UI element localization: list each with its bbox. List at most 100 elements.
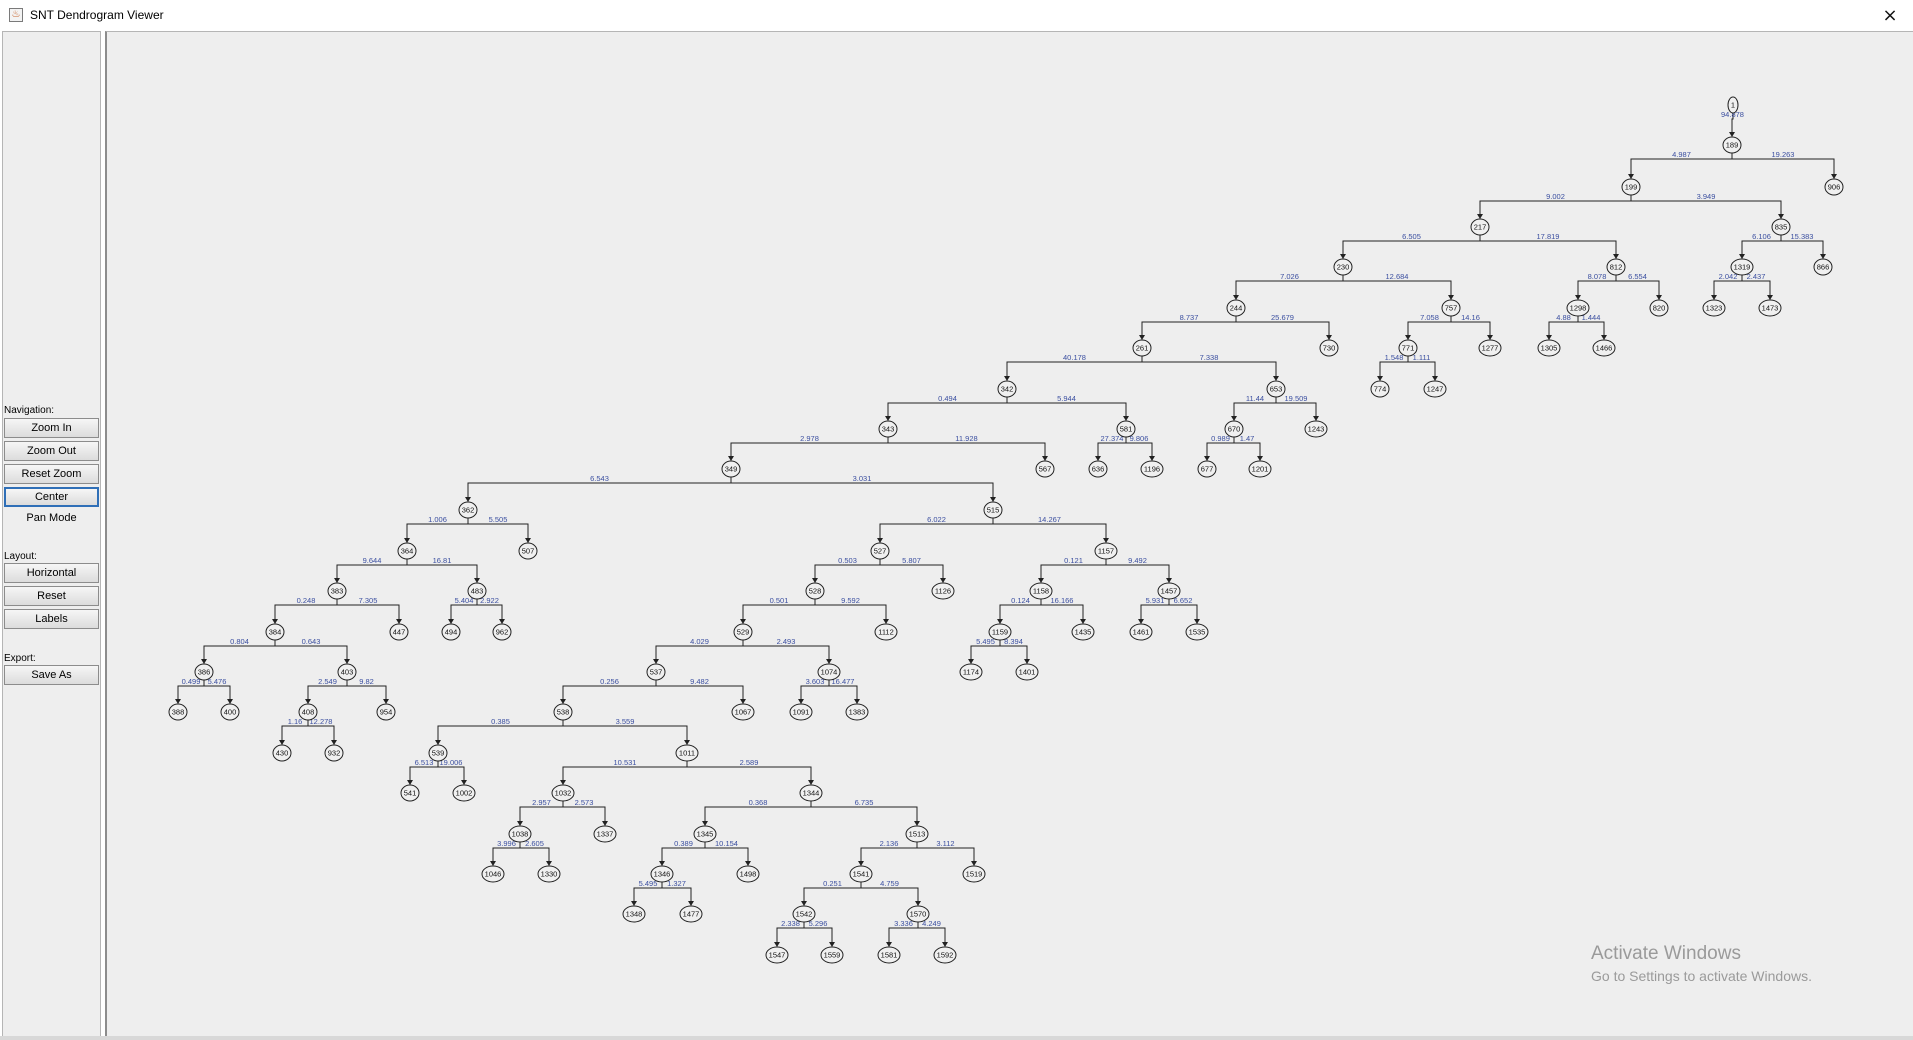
tree-node[interactable]: 866	[1813, 258, 1833, 276]
tree-node[interactable]: 515	[983, 501, 1003, 519]
tree-node[interactable]: 383	[327, 582, 347, 600]
tree-node[interactable]: 1473	[1758, 299, 1782, 317]
tree-node[interactable]: 384	[265, 623, 285, 641]
tree-node[interactable]: 812	[1606, 258, 1626, 276]
tree-node[interactable]: 1011	[675, 744, 699, 762]
tree-node[interactable]: 835	[1771, 218, 1791, 236]
tree-node[interactable]: 906	[1824, 178, 1844, 196]
tree-node[interactable]: 537	[646, 663, 666, 681]
zoom-in-button[interactable]: Zoom In	[4, 418, 99, 438]
tree-node[interactable]: 677	[1197, 460, 1217, 478]
tree-node[interactable]: 483	[467, 582, 487, 600]
zoom-out-button[interactable]: Zoom Out	[4, 441, 99, 461]
tree-node[interactable]: 636	[1088, 460, 1108, 478]
tree-node[interactable]: 1067	[731, 703, 755, 721]
tree-node[interactable]: 771	[1398, 339, 1418, 357]
tree-node[interactable]: 1159	[988, 623, 1012, 641]
tree-node[interactable]: 1513	[905, 825, 929, 843]
tree-node[interactable]: 230	[1333, 258, 1353, 276]
tree-node[interactable]: 1038	[508, 825, 532, 843]
pan-mode-toggle[interactable]: Pan Mode	[26, 512, 77, 524]
tree-node[interactable]: 400	[220, 703, 240, 721]
save-as-button[interactable]: Save As	[4, 665, 99, 685]
center-button[interactable]: Center	[4, 487, 99, 507]
tree-node[interactable]: 1247	[1423, 380, 1447, 398]
tree-node[interactable]: 1457	[1157, 582, 1181, 600]
tree-node[interactable]: 1	[1727, 96, 1739, 114]
tree-node[interactable]: 567	[1035, 460, 1055, 478]
tree-node[interactable]: 932	[324, 744, 344, 762]
tree-node[interactable]: 1323	[1702, 299, 1726, 317]
tree-node[interactable]: 1032	[551, 784, 575, 802]
tree-node[interactable]: 386	[194, 663, 214, 681]
tree-node[interactable]: 1542	[792, 905, 816, 923]
tree-node[interactable]: 189	[1722, 136, 1742, 154]
tree-node[interactable]: 1570	[906, 905, 930, 923]
tree-node[interactable]: 1174	[959, 663, 983, 681]
tree-node[interactable]: 1277	[1478, 339, 1502, 357]
tree-node[interactable]: 1344	[799, 784, 823, 802]
tree-node[interactable]: 349	[721, 460, 741, 478]
tree-node[interactable]: 528	[805, 582, 825, 600]
tree-node[interactable]: 217	[1470, 218, 1490, 236]
tree-node[interactable]: 261	[1132, 339, 1152, 357]
tree-node[interactable]: 1002	[452, 784, 476, 802]
tree-node[interactable]: 1112	[874, 623, 898, 641]
tree-node[interactable]: 362	[458, 501, 478, 519]
tree-node[interactable]: 581	[1116, 420, 1136, 438]
tree-node[interactable]: 1477	[679, 905, 703, 923]
tree-node[interactable]: 670	[1224, 420, 1244, 438]
tree-node[interactable]: 1298	[1566, 299, 1590, 317]
tree-node[interactable]: 342	[997, 380, 1017, 398]
tree-node[interactable]: 1541	[849, 865, 873, 883]
tree-node[interactable]: 1519	[962, 865, 986, 883]
tree-node[interactable]: 1158	[1029, 582, 1053, 600]
tree-node[interactable]: 541	[400, 784, 420, 802]
tree-node[interactable]: 1330	[537, 865, 561, 883]
tree-node[interactable]: 388	[168, 703, 188, 721]
tree-node[interactable]: 539	[428, 744, 448, 762]
tree-node[interactable]: 1498	[736, 865, 760, 883]
tree-node[interactable]: 1091	[789, 703, 813, 721]
tree-node[interactable]: 1337	[593, 825, 617, 843]
tree-node[interactable]: 1383	[845, 703, 869, 721]
tree-node[interactable]: 1157	[1094, 542, 1118, 560]
close-button[interactable]: ×	[1882, 5, 1898, 26]
tree-node[interactable]: 507	[518, 542, 538, 560]
tree-node[interactable]: 1435	[1071, 623, 1095, 641]
tree-node[interactable]: 1401	[1015, 663, 1039, 681]
tree-node[interactable]: 529	[733, 623, 753, 641]
tree-node[interactable]: 1345	[693, 825, 717, 843]
tree-node[interactable]: 1201	[1248, 460, 1272, 478]
reset-button[interactable]: Reset	[4, 586, 99, 606]
tree-node[interactable]: 430	[272, 744, 292, 762]
labels-button[interactable]: Labels	[4, 609, 99, 629]
tree-node[interactable]: 730	[1319, 339, 1339, 357]
tree-node[interactable]: 962	[492, 623, 512, 641]
tree-node[interactable]: 1581	[877, 946, 901, 964]
tree-node[interactable]: 1046	[481, 865, 505, 883]
tree-node[interactable]: 538	[553, 703, 573, 721]
tree-node[interactable]: 1074	[817, 663, 841, 681]
tree-node[interactable]: 1559	[820, 946, 844, 964]
tree-node[interactable]: 757	[1441, 299, 1461, 317]
tree-node[interactable]: 199	[1621, 178, 1641, 196]
tree-node[interactable]: 1535	[1185, 623, 1209, 641]
tree-node[interactable]: 820	[1649, 299, 1669, 317]
tree-node[interactable]: 364	[397, 542, 417, 560]
tree-node[interactable]: 774	[1370, 380, 1390, 398]
tree-node[interactable]: 447	[389, 623, 409, 641]
tree-node[interactable]: 1547	[765, 946, 789, 964]
tree-node[interactable]: 1305	[1537, 339, 1561, 357]
tree-node[interactable]: 1196	[1140, 460, 1164, 478]
tree-node[interactable]: 244	[1226, 299, 1246, 317]
tree-node[interactable]: 527	[870, 542, 890, 560]
tree-node[interactable]: 1466	[1592, 339, 1616, 357]
tree-node[interactable]: 343	[878, 420, 898, 438]
tree-node[interactable]: 1243	[1304, 420, 1328, 438]
tree-node[interactable]: 1346	[650, 865, 674, 883]
tree-node[interactable]: 1126	[931, 582, 955, 600]
tree-node[interactable]: 1592	[933, 946, 957, 964]
